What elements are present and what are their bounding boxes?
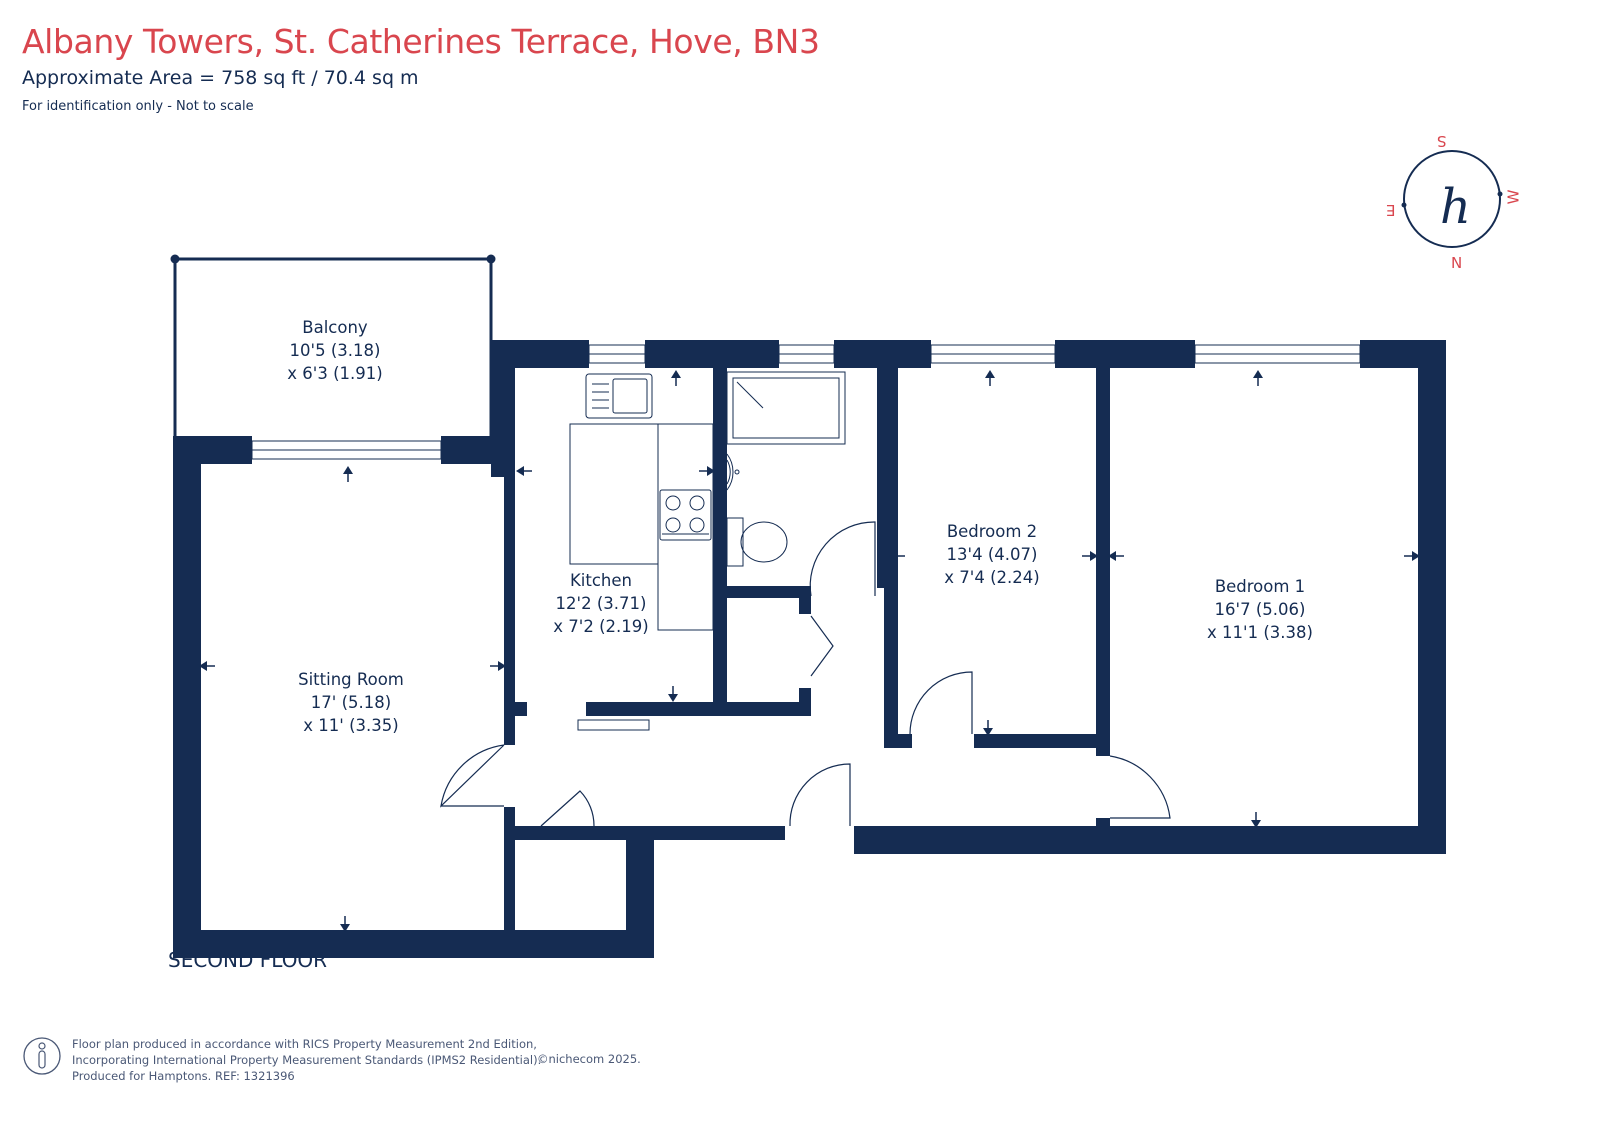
room-kitchen: Kitchen 12'2 (3.71) x 7'2 (2.19) [553,571,648,636]
footer-line-3: Produced for Hamptons. REF: 1321396 [72,1069,295,1083]
footer-notes: Floor plan produced in accordance with R… [72,1036,541,1084]
room-sitting-room: Sitting Room 17' (5.18) x 11' (3.35) [298,670,404,735]
bedroom1-dim1: 16'7 (5.06) [1215,600,1306,619]
balcony-name: Balcony [302,318,368,337]
room-bedroom-2: Bedroom 2 13'4 (4.07) x 7'4 (2.24) [944,522,1039,587]
compass-north: N [1451,254,1463,272]
doors [440,521,1171,827]
room-bedroom-1: Bedroom 1 16'7 (5.06) x 11'1 (3.38) [1207,577,1313,642]
footer-line-2: Incorporating International Property Mea… [72,1053,542,1067]
approximate-area: Approximate Area = 758 sq ft / 70.4 sq m [22,67,419,89]
copyright: ©nichecom 2025. [537,1052,641,1066]
room-balcony: Balcony 10'5 (3.18) x 6'3 (1.91) [287,318,382,383]
property-title: Albany Towers, St. Catherines Terrace, H… [22,22,820,61]
bedroom1-dim2: x 11'1 (3.38) [1207,623,1313,642]
balcony-dim1: 10'5 (3.18) [290,341,381,360]
compass: h S N E W [1378,128,1528,278]
fixtures [569,371,846,731]
kitchen-name: Kitchen [570,571,632,590]
footer-line-1: Floor plan produced in accordance with R… [72,1037,537,1051]
sitting-room-name: Sitting Room [298,670,404,689]
kitchen-dim2: x 7'2 (2.19) [553,617,648,636]
windows [251,344,1361,460]
compass-logo: h [1440,179,1471,235]
sitting-room-dim1: 17' (5.18) [311,693,391,712]
bedroom1-name: Bedroom 1 [1215,577,1305,596]
floor-label: SECOND FLOOR [168,948,328,972]
bedroom2-dim1: 13'4 (4.07) [947,545,1038,564]
balcony-dim2: x 6'3 (1.91) [287,364,382,383]
identification-note: For identification only - Not to scale [22,99,254,114]
walls [173,340,1446,958]
bedroom2-name: Bedroom 2 [947,522,1037,541]
bedroom2-dim2: x 7'4 (2.24) [944,568,1039,587]
compass-circle: h [1401,150,1503,248]
kitchen-dim1: 12'2 (3.71) [556,594,647,613]
info-person-icon [23,1037,61,1075]
sitting-room-dim2: x 11' (3.35) [303,716,398,735]
